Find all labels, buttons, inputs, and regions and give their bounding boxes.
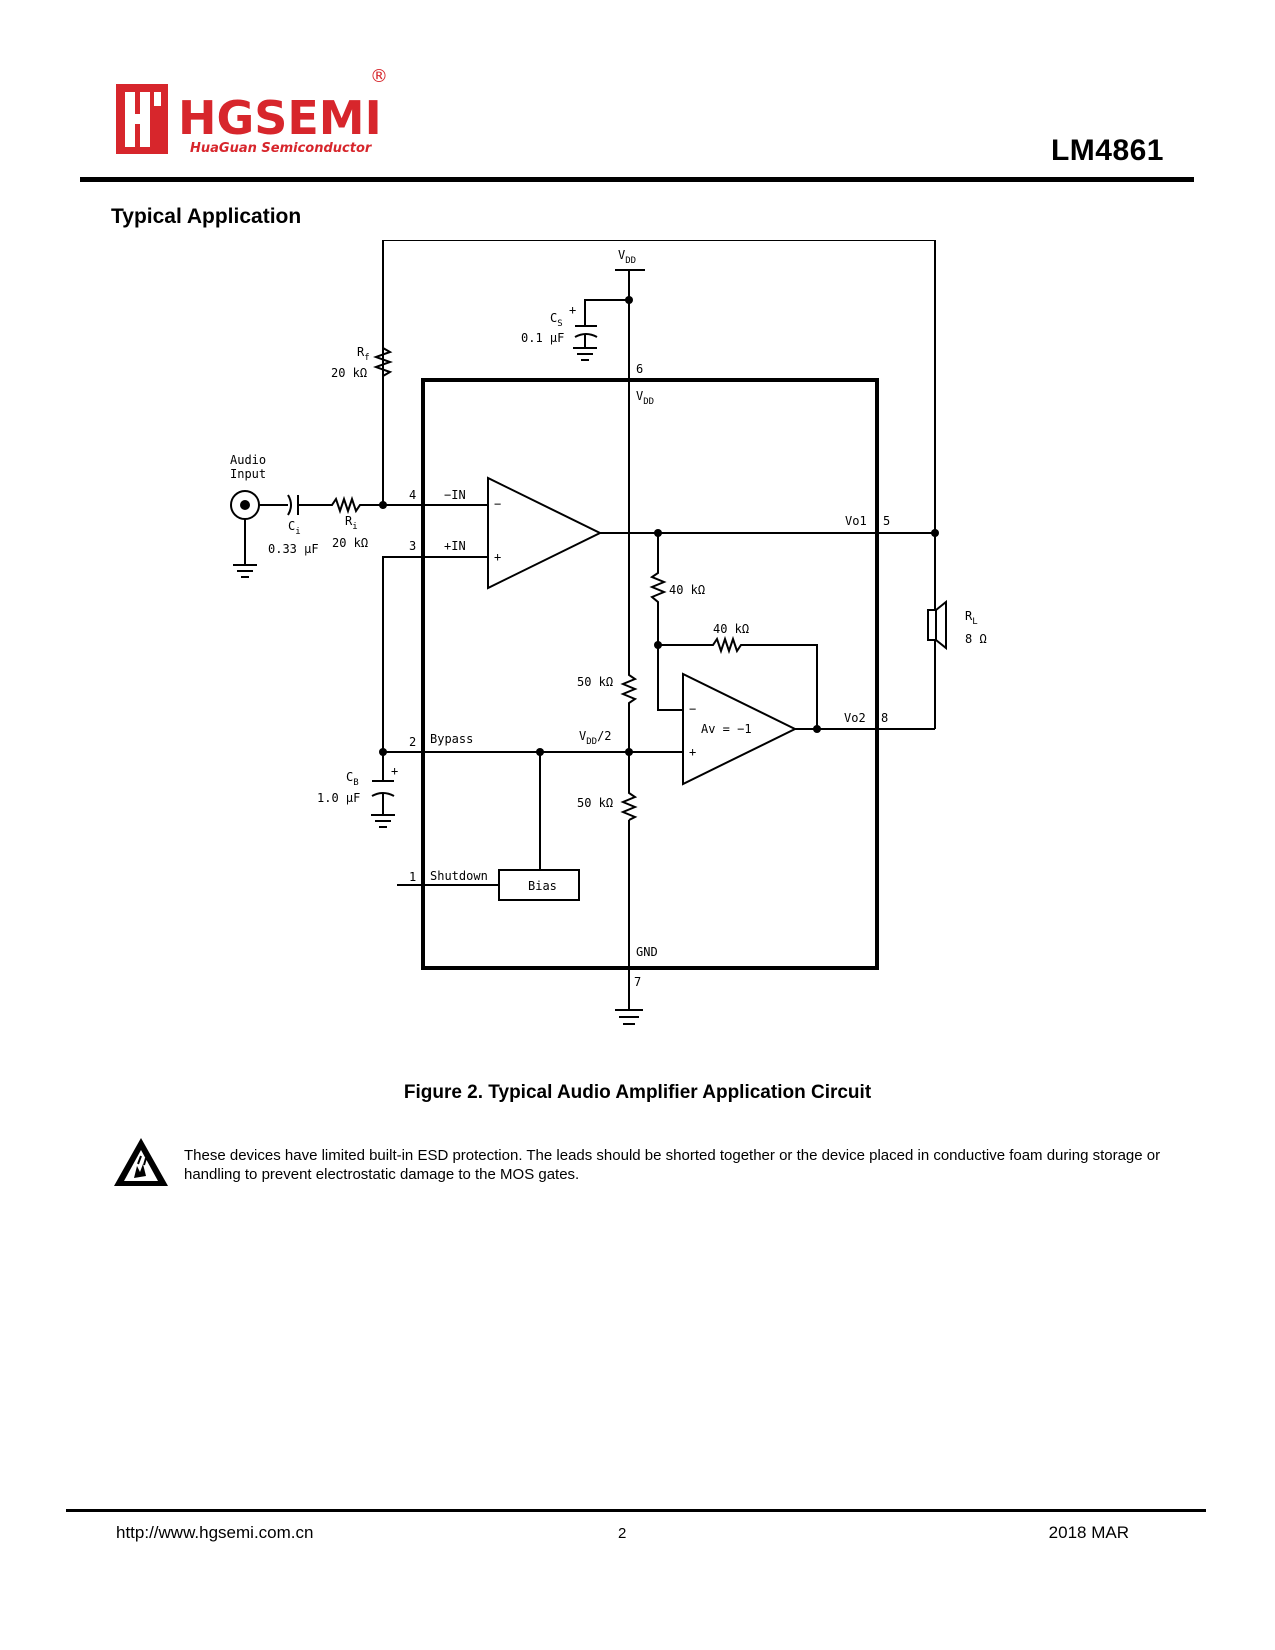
cs-value: 0.1 µF [521, 331, 564, 345]
application-circuit-diagram: VDD CS + 0.1 µF Rf 20 kΩ Audio Input Ci … [230, 240, 987, 1025]
cb-plus: + [391, 764, 398, 778]
r-40k-vertical: 40 kΩ [669, 583, 705, 597]
cs-plus: + [569, 303, 576, 317]
registered-mark: ® [370, 66, 388, 87]
rf-label: Rf [357, 345, 370, 363]
ri-label: Ri [345, 514, 358, 532]
rl-label: RL [965, 609, 978, 627]
cb-value: 1.0 µF [317, 791, 360, 805]
rl-value: 8 Ω [965, 632, 987, 646]
cb-label: CB [346, 770, 359, 788]
op1-plus: + [494, 550, 501, 564]
ri-value: 20 kΩ [332, 536, 368, 550]
gnd-label: GND [636, 945, 658, 959]
figure-caption: Figure 2. Typical Audio Amplifier Applic… [403, 1082, 872, 1103]
esd-warning-text: These devices have limited built-in ESD … [184, 1147, 1161, 1183]
pin-3-name: +IN [444, 539, 466, 553]
r-50k-lower: 50 kΩ [577, 796, 613, 810]
vo2-label: Vo2 [844, 711, 866, 725]
ci-label: Ci [288, 519, 301, 537]
pin-6: 6 [636, 362, 643, 376]
op2-minus: − [689, 702, 696, 716]
vdd-internal-label: VDD [636, 389, 654, 407]
audio-input-label-1: Audio [230, 453, 266, 467]
vdd-supply-label: VDD [618, 248, 636, 266]
footer-url: http://www.hgsemi.com.cn [116, 1523, 314, 1542]
op1-minus: − [494, 497, 501, 511]
brand-subtitle: HuaGuan Semiconductor [190, 141, 373, 156]
esd-warning-icon [114, 1138, 168, 1186]
op2-gain: Av = −1 [701, 722, 752, 736]
pin-5: 5 [883, 514, 890, 528]
pin-2: 2 [409, 735, 416, 749]
pin-7: 7 [634, 975, 641, 989]
op2-plus: + [689, 745, 696, 759]
pin-1-name: Shutdown [430, 869, 488, 883]
header-divider [80, 177, 1194, 182]
pin-2-name: Bypass [430, 732, 473, 746]
pin-8: 8 [881, 711, 888, 725]
vdd-half-label: VDD/2 [579, 729, 612, 747]
footer-divider [66, 1509, 1206, 1512]
audio-input-label-2: Input [230, 467, 266, 481]
brand-name: HGSEMI [178, 91, 382, 145]
pin-4: 4 [409, 488, 416, 502]
pin-1: 1 [409, 870, 416, 884]
footer-date: 2018 MAR [1048, 1523, 1129, 1542]
vo1-label: Vo1 [845, 514, 867, 528]
ci-value: 0.33 µF [268, 542, 319, 556]
part-number: LM4861 [1050, 134, 1164, 167]
cs-label: CS [550, 311, 563, 329]
hgsemi-logo: HGSEMI HuaGuan Semiconductor ® [116, 66, 388, 156]
section-title: Typical Application [111, 205, 302, 228]
r-50k-upper: 50 kΩ [577, 675, 613, 689]
pin-3: 3 [409, 539, 416, 553]
pin-4-name: −IN [444, 488, 466, 502]
bias-block: Bias [528, 879, 557, 893]
page-number: 2 [618, 1525, 627, 1542]
rf-value: 20 kΩ [331, 366, 367, 380]
r-40k-feedback: 40 kΩ [713, 622, 749, 636]
